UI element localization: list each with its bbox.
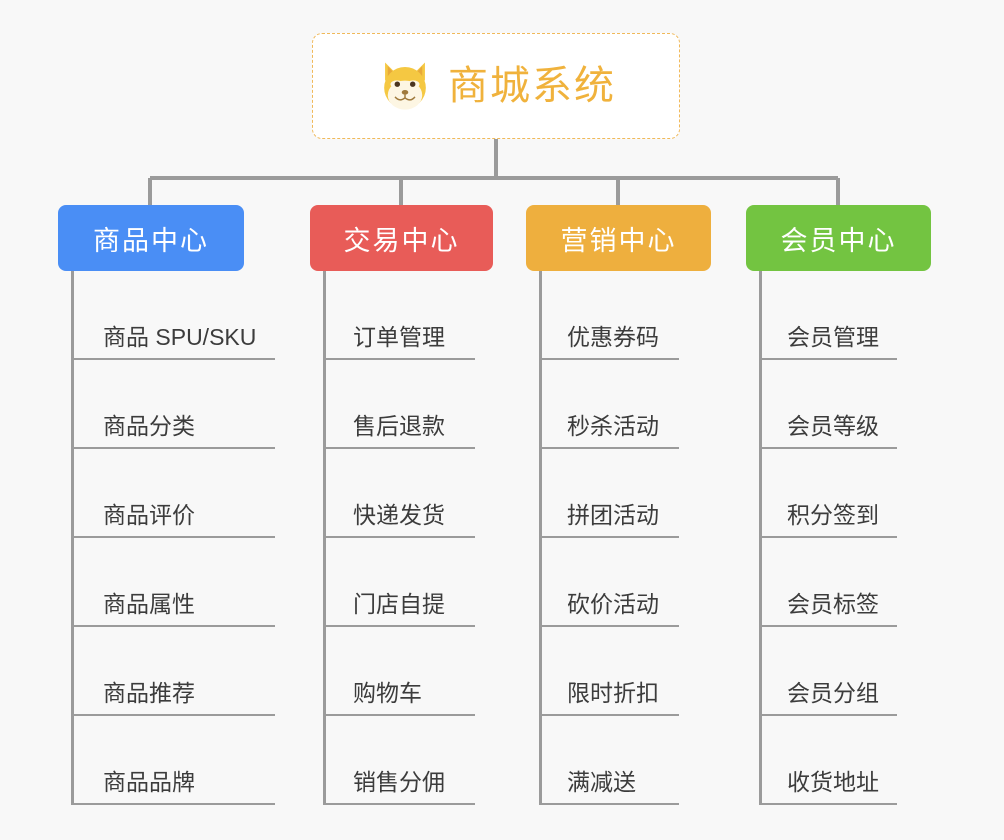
branch-header-label: 交易中心	[343, 225, 460, 256]
leaf-item[interactable]: 商品分类	[71, 360, 275, 449]
branch-spine-0	[71, 271, 74, 805]
shiba-dog-face-icon	[384, 62, 426, 110]
branch-body-2: 优惠券码 秒杀活动 拼团活动 砍价活动 限时折扣 满减送	[526, 271, 711, 805]
branch-header-label: 营销中心	[560, 225, 677, 256]
leaf-item[interactable]: 砍价活动	[539, 538, 679, 627]
leaf-item[interactable]: 积分签到	[759, 449, 897, 538]
leaf-item[interactable]: 商品 SPU/SKU	[71, 271, 275, 360]
leaf-item[interactable]: 销售分佣	[323, 716, 475, 805]
leaf-label: 满减送	[567, 769, 636, 795]
leaf-item[interactable]: 收货地址	[759, 716, 897, 805]
leaf-item[interactable]: 售后退款	[323, 360, 475, 449]
leaf-item[interactable]: 商品推荐	[71, 627, 275, 716]
leaf-label: 商品品牌	[103, 769, 195, 795]
branch-column-0: 商品中心 商品 SPU/SKU 商品分类 商品评价 商品属性 商品推荐 商品品牌	[58, 205, 275, 805]
branch-column-3: 会员中心 会员管理 会员等级 积分签到 会员标签 会员分组 收货地址	[746, 205, 931, 805]
leaf-label: 会员分组	[787, 680, 879, 706]
leaf-label: 商品分类	[103, 413, 195, 439]
branch-header-3[interactable]: 会员中心	[746, 205, 931, 271]
leaf-item[interactable]: 商品评价	[71, 449, 275, 538]
branch-body-0: 商品 SPU/SKU 商品分类 商品评价 商品属性 商品推荐 商品品牌	[58, 271, 275, 805]
branch-spine-3	[759, 271, 762, 805]
leaf-item[interactable]: 快递发货	[323, 449, 475, 538]
leaf-label: 砍价活动	[567, 591, 659, 617]
leaf-label: 收货地址	[787, 769, 879, 795]
leaf-item[interactable]: 限时折扣	[539, 627, 679, 716]
leaf-label: 秒杀活动	[567, 413, 659, 439]
branch-body-1: 订单管理 售后退款 快递发货 门店自提 购物车 销售分佣	[310, 271, 493, 805]
leaf-item[interactable]: 商品品牌	[71, 716, 275, 805]
leaf-item[interactable]: 满减送	[539, 716, 679, 805]
branch-spine-2	[539, 271, 542, 805]
branch-column-2: 营销中心 优惠券码 秒杀活动 拼团活动 砍价活动 限时折扣 满减送	[526, 205, 711, 805]
leaf-item[interactable]: 商品属性	[71, 538, 275, 627]
leaf-item[interactable]: 门店自提	[323, 538, 475, 627]
leaf-label: 购物车	[353, 680, 422, 706]
leaf-label: 积分签到	[787, 502, 879, 528]
leaf-item[interactable]: 会员分组	[759, 627, 897, 716]
branch-header-label: 会员中心	[780, 225, 897, 256]
leaf-item[interactable]: 购物车	[323, 627, 475, 716]
branch-header-2[interactable]: 营销中心	[526, 205, 711, 271]
leaf-label: 订单管理	[353, 324, 445, 350]
branch-header-0[interactable]: 商品中心	[58, 205, 244, 271]
root-node[interactable]: 商城系统	[312, 33, 680, 139]
leaf-item[interactable]: 会员管理	[759, 271, 897, 360]
branch-body-3: 会员管理 会员等级 积分签到 会员标签 会员分组 收货地址	[746, 271, 931, 805]
leaf-label: 限时折扣	[567, 680, 659, 706]
leaf-label: 商品推荐	[103, 680, 195, 706]
leaf-item[interactable]: 会员标签	[759, 538, 897, 627]
leaf-label: 拼团活动	[567, 502, 659, 528]
leaf-label: 会员管理	[787, 324, 879, 350]
leaf-label: 商品 SPU/SKU	[103, 324, 257, 350]
leaf-item[interactable]: 拼团活动	[539, 449, 679, 538]
leaf-item[interactable]: 订单管理	[323, 271, 475, 360]
leaf-label: 售后退款	[353, 413, 445, 439]
leaf-label: 销售分佣	[353, 769, 445, 795]
leaf-label: 商品属性	[103, 591, 195, 617]
branch-header-1[interactable]: 交易中心	[310, 205, 493, 271]
branch-header-label: 商品中心	[93, 225, 209, 256]
branch-spine-1	[323, 271, 326, 805]
root-title: 商城系统	[448, 64, 616, 108]
leaf-label: 会员等级	[787, 413, 879, 439]
leaf-item[interactable]: 会员等级	[759, 360, 897, 449]
leaf-item[interactable]: 秒杀活动	[539, 360, 679, 449]
branch-column-1: 交易中心 订单管理 售后退款 快递发货 门店自提 购物车 销售分佣	[310, 205, 493, 805]
leaf-label: 门店自提	[353, 591, 445, 617]
leaf-label: 会员标签	[787, 591, 879, 617]
leaf-label: 优惠券码	[567, 324, 659, 350]
leaf-label: 商品评价	[103, 502, 195, 528]
leaf-item[interactable]: 优惠券码	[539, 271, 679, 360]
leaf-label: 快递发货	[353, 502, 445, 528]
